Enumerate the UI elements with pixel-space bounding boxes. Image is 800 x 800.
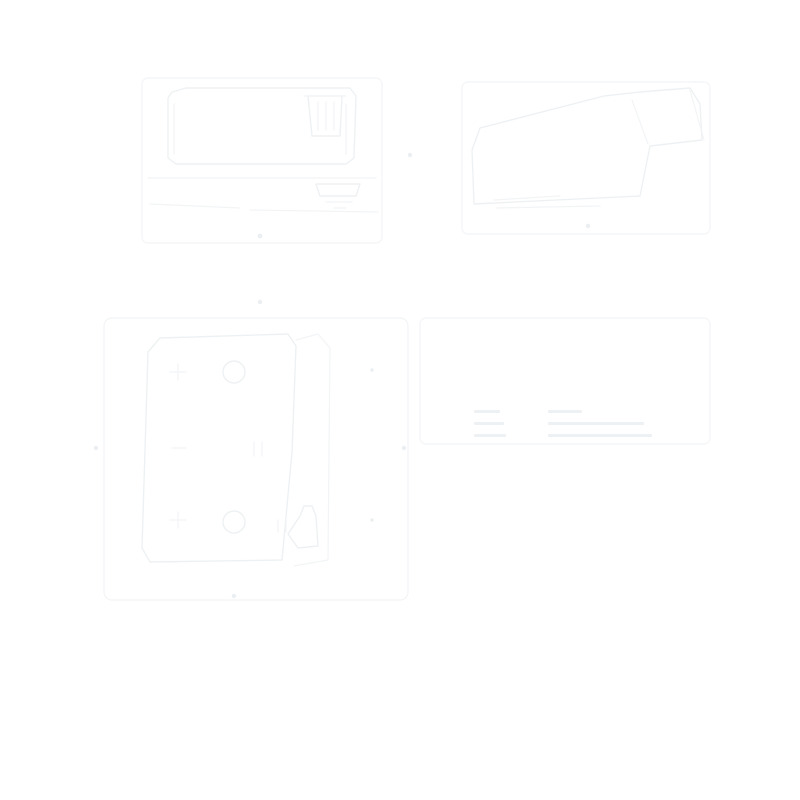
- panel-bottom-left: [93, 317, 409, 601]
- panel-top-left-frame: [141, 77, 383, 244]
- connector-dot: [93, 445, 99, 451]
- connector-dot: [407, 152, 413, 158]
- drawer-handle-icon: [315, 183, 361, 209]
- connector-dot: [370, 368, 374, 372]
- connector-dot: [401, 445, 407, 451]
- folder-icon: [471, 87, 705, 209]
- connector-dot: [231, 593, 237, 599]
- panel-bottom-right: [419, 317, 711, 445]
- text-label-icon: [474, 410, 652, 437]
- connector-dot: [585, 223, 591, 229]
- panel-top-right-frame: [461, 81, 711, 235]
- pause-icon: [171, 441, 263, 457]
- circle-icon: [222, 360, 246, 534]
- connector-dot: [370, 518, 374, 522]
- desk-lines: [147, 177, 379, 213]
- panel-top-left: [141, 77, 383, 244]
- panel-top-left-anchor: [257, 233, 263, 239]
- laptop-icon: [167, 87, 357, 165]
- panel-top-right: [461, 81, 711, 235]
- hand-icon: [277, 505, 319, 549]
- panel-bottom-left-frame: [103, 317, 409, 601]
- plus-icon: [169, 363, 187, 529]
- phone-card-icon: [141, 333, 331, 567]
- connector-dot: [257, 299, 263, 305]
- trash-bin-icon: [303, 95, 347, 137]
- panel-bottom-right-frame: [419, 317, 711, 445]
